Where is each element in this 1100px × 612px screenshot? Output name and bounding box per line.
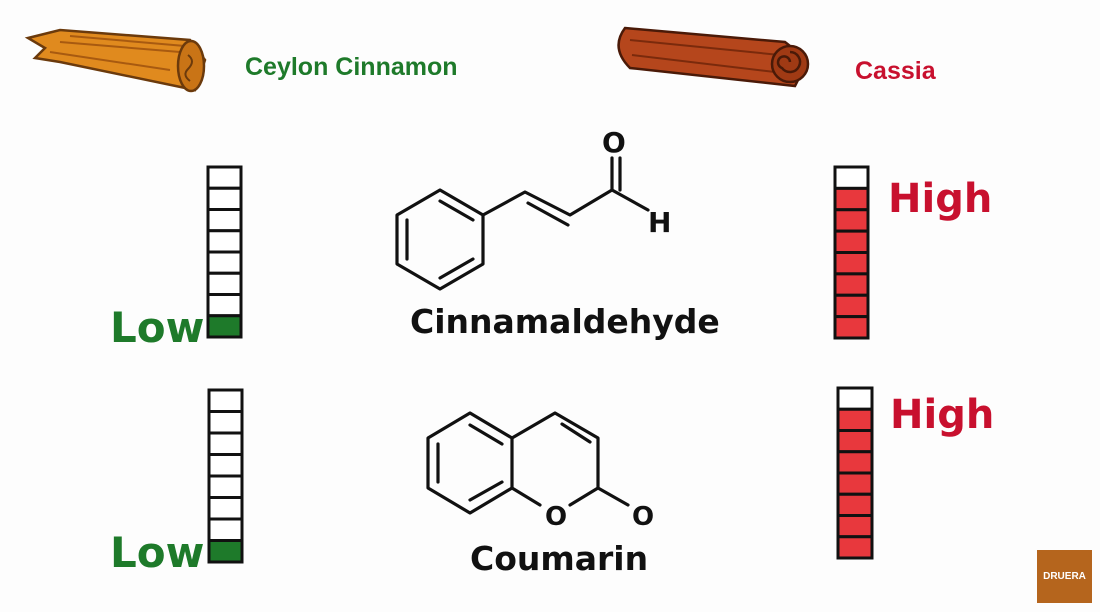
coumarin-structure: O O (426, 411, 654, 532)
cinnamaldehyde-label: Cinnamaldehyde (410, 302, 720, 341)
bar-segment-filled (836, 429, 874, 454)
bar-segment-empty (206, 229, 243, 254)
ring-oxygen-atom-label: O (545, 502, 567, 532)
bar-segment-empty (207, 474, 244, 499)
bar-segment-filled (833, 208, 870, 233)
bar-segment-empty (207, 496, 244, 521)
coumarin-ceylon-level-label: Low (110, 528, 204, 577)
bar-segment-empty (206, 208, 243, 233)
cinnamaldehyde-ceylon-level-bar (206, 165, 243, 339)
bar-segment-filled (206, 314, 243, 339)
bar-segment-empty (206, 293, 243, 318)
cinnamaldehyde-structure: O H (395, 126, 671, 291)
coumarin-ceylon-level-bar (207, 388, 244, 564)
bar-segment-filled (833, 251, 870, 276)
cassia-title: Cassia (855, 57, 937, 85)
bar-segment-empty (207, 388, 244, 413)
cassia-stick-image (617, 26, 810, 88)
badge-label: DRUERA (1043, 571, 1086, 582)
coumarin-cassia-level-label: High (890, 392, 994, 438)
ceylon-cinnamon-title: Ceylon Cinnamon (245, 53, 458, 81)
cinnamaldehyde-ceylon-level-label: Low (110, 303, 204, 352)
bar-segment-filled (836, 514, 874, 539)
ceylon-cinnamon-stick-image (24, 28, 207, 93)
bar-segment-empty (206, 186, 243, 211)
bar-segment-empty (207, 517, 244, 542)
carbonyl-oxygen-atom-label: O (632, 502, 654, 532)
bar-segment-filled (833, 272, 870, 297)
cinnamaldehyde-cassia-level-bar (833, 165, 870, 340)
bar-segment-empty (206, 250, 243, 275)
bar-segment-filled (836, 492, 874, 517)
cinnamaldehyde-cassia-level-label: High (888, 176, 992, 222)
bar-segment-filled (833, 229, 870, 254)
coumarin-label: Coumarin (470, 539, 648, 578)
bar-segment-filled (836, 535, 874, 560)
hydrogen-atom-label: H (648, 206, 671, 239)
bar-segment-filled (207, 539, 244, 564)
bar-segment-empty (207, 431, 244, 456)
druera-logo-badge: DRUERA (1037, 550, 1092, 603)
bar-segment-filled (836, 471, 874, 496)
bar-segment-empty (207, 410, 244, 435)
bar-segment-filled (833, 293, 870, 319)
bar-segment-empty (206, 165, 243, 190)
bar-segment-filled (836, 407, 874, 432)
bar-segment-empty (836, 386, 874, 411)
bar-segment-empty (207, 453, 244, 478)
bar-segment-empty (833, 165, 870, 190)
coumarin-cassia-level-bar (836, 386, 874, 560)
bar-segment-filled (833, 186, 870, 212)
bar-segment-filled (833, 315, 870, 340)
oxygen-atom-label: O (602, 126, 626, 159)
bar-segment-empty (206, 271, 243, 296)
bar-segment-filled (836, 450, 874, 475)
